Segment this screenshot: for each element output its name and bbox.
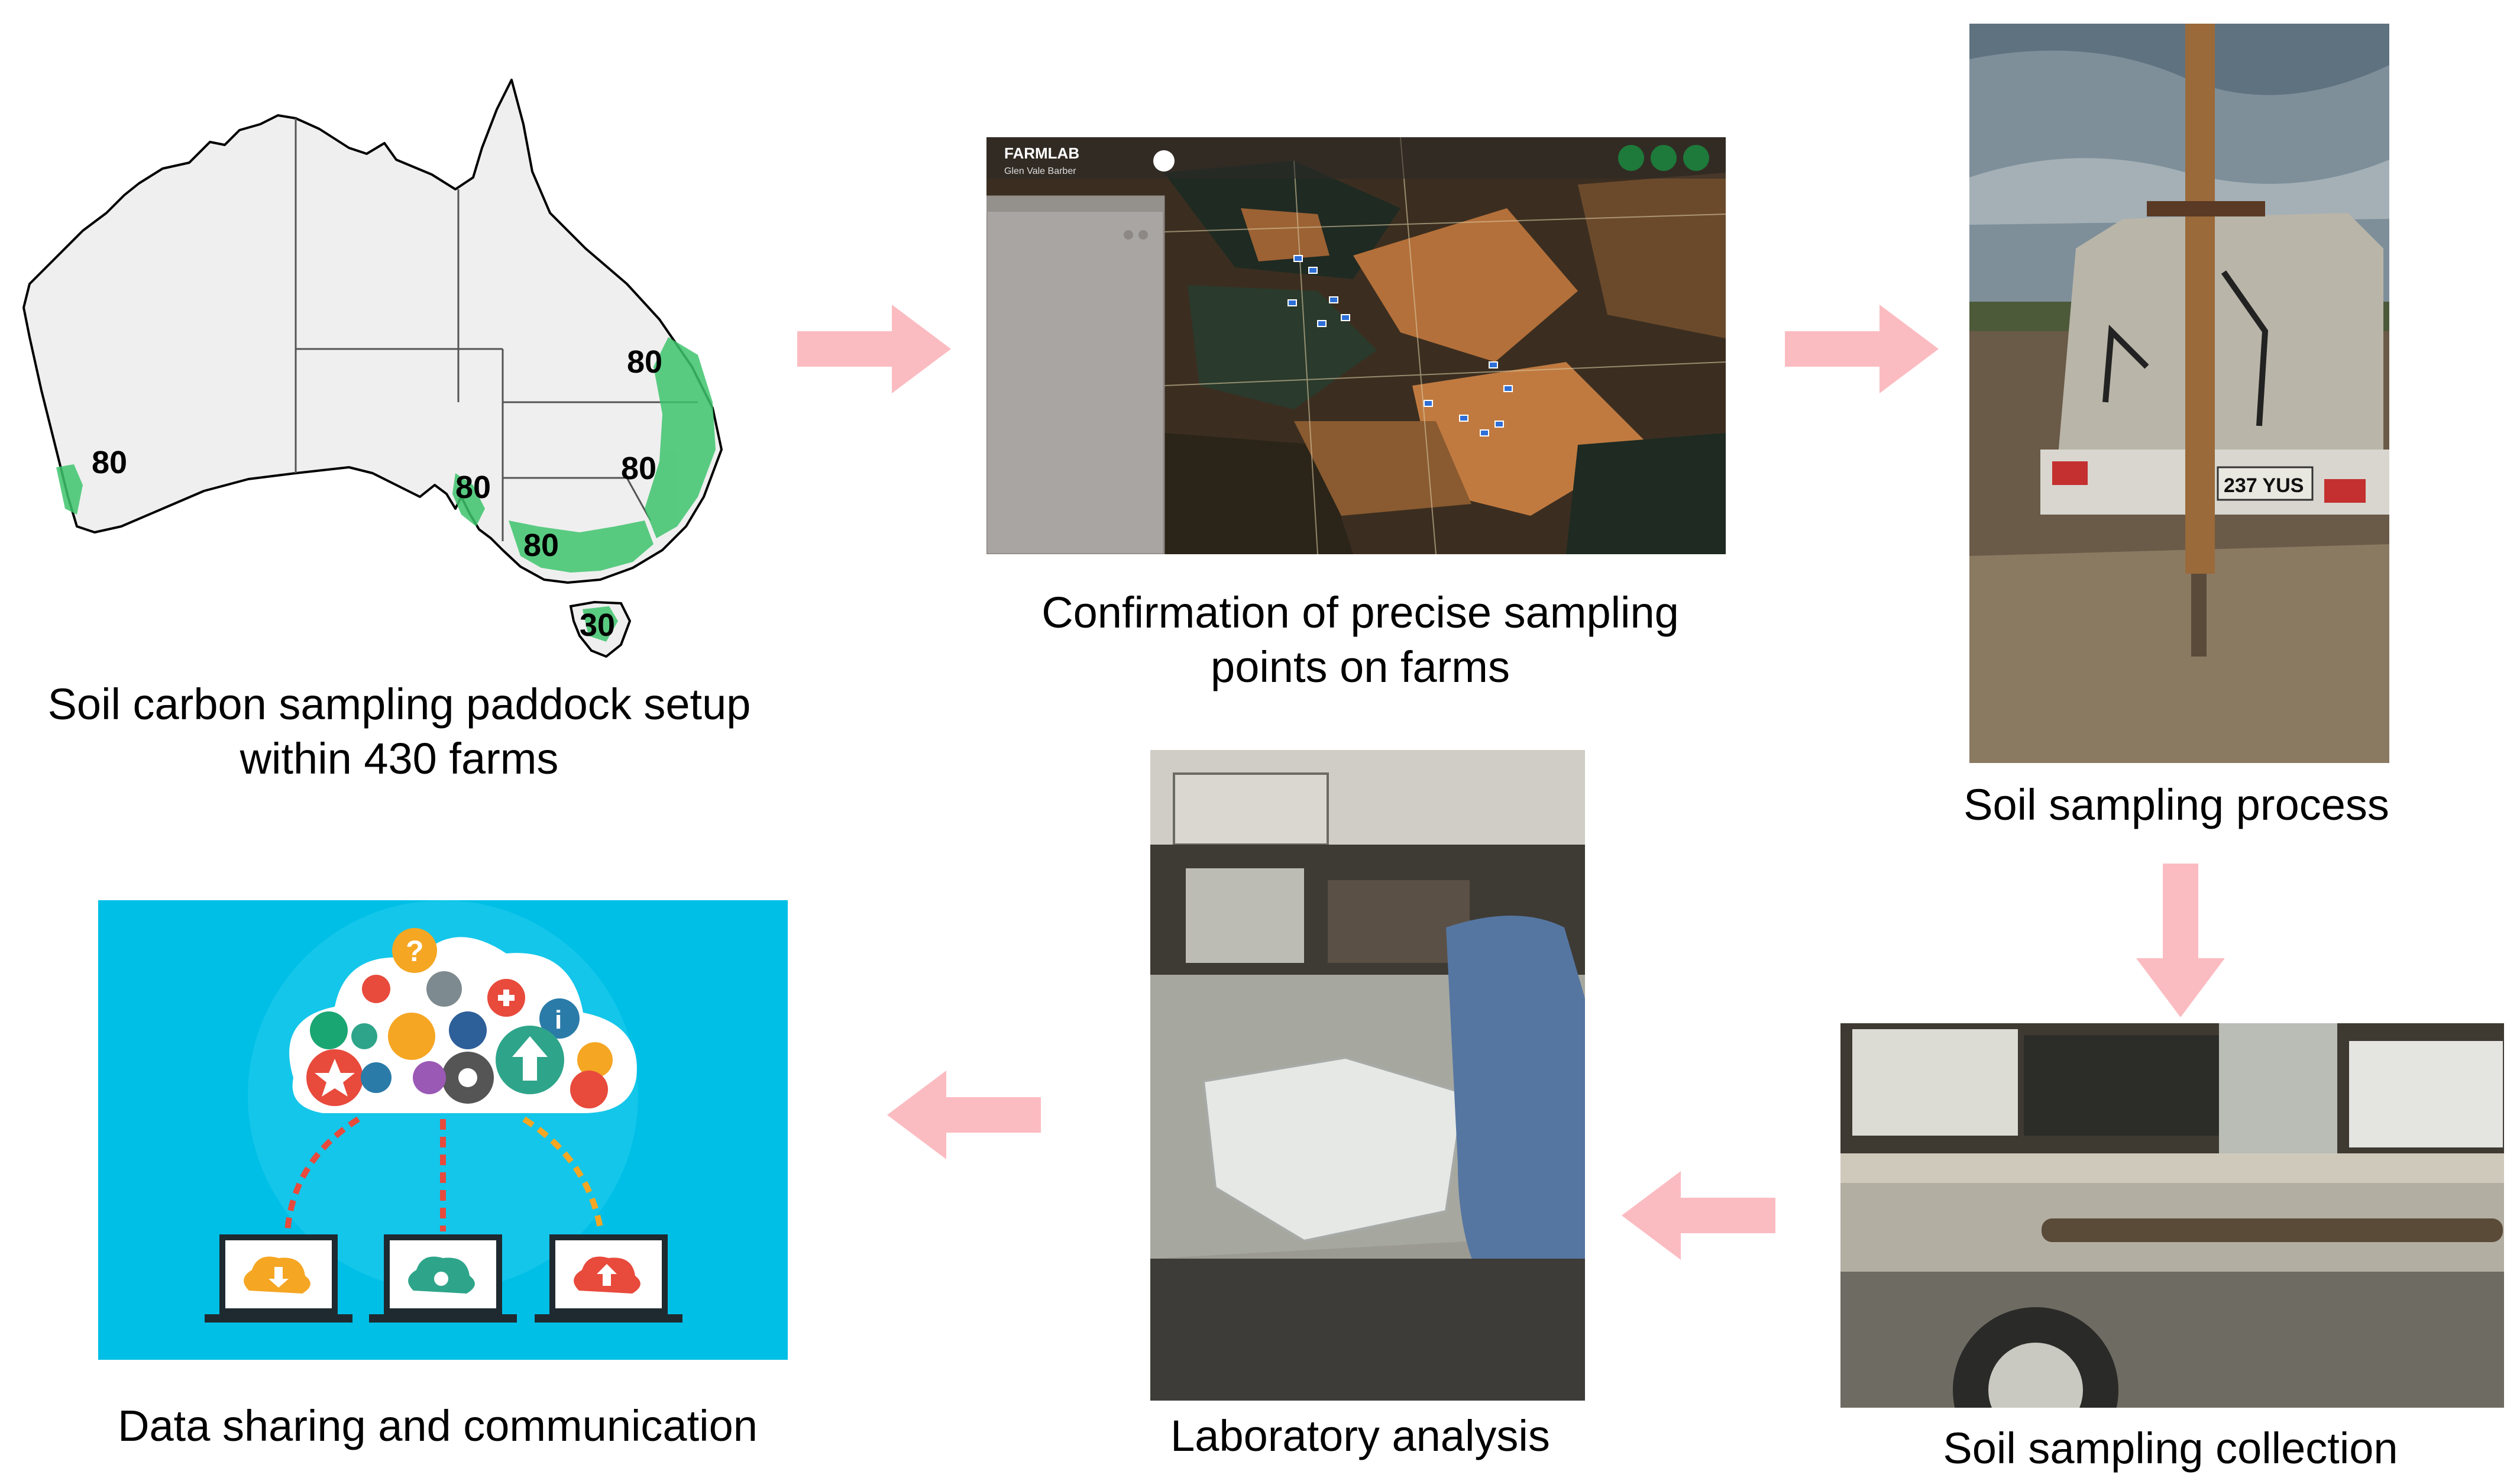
soil-core (2042, 1218, 2503, 1242)
australia-map: 80 80 80 80 80 30 (18, 59, 745, 674)
connection-lines (284, 1116, 604, 1232)
collapse-icon (1153, 150, 1175, 172)
svg-text:?: ? (406, 935, 424, 968)
caption-step2: Confirmation of precise sampling points … (1041, 588, 1679, 691)
info-icon (539, 998, 580, 1039)
laptop-upload (535, 1234, 682, 1323)
farm-name: Glen Vale Barber (1004, 166, 1076, 176)
question-icon (392, 928, 437, 973)
map-label-vic: 80 (523, 528, 559, 563)
map-tool-icon-2 (1651, 145, 1677, 171)
arrow-1-to-2 (797, 305, 951, 393)
trash-icon (426, 971, 462, 1007)
state-borders (295, 118, 698, 541)
lock-icon (310, 1011, 348, 1049)
farmlab-screenshot: FARMLAB Glen Vale Barber (986, 137, 1726, 554)
caption-step5: Laboratory analysis (1170, 1411, 1550, 1460)
caption-step1: Soil carbon sampling paddock setup withi… (47, 680, 751, 783)
laptop-download (205, 1234, 352, 1323)
map-label-tas: 30 (580, 607, 615, 643)
laboratory-photo (1150, 750, 1585, 1401)
mainland-outline (22, 79, 723, 584)
field-boundaries (1163, 137, 1726, 554)
mail-icon (449, 1011, 487, 1049)
sampling-regions (56, 337, 716, 642)
cloud-sharing-illustration: ? i (98, 900, 788, 1360)
soil-sampling-process-photo: 237 YUS (1969, 24, 2389, 763)
sidebar-panel (986, 195, 1165, 554)
arrow-3-to-4 (2136, 864, 2225, 1017)
map-tool-icon-1 (1618, 145, 1644, 171)
caption-step4: Soil sampling collection (1943, 1424, 2398, 1473)
truck-canopy (2058, 213, 2383, 455)
terrain-patches (1164, 161, 1726, 554)
sample-bags (1202, 1056, 1466, 1243)
arrow-5-to-6 (887, 1071, 1041, 1159)
chat-icon (570, 1071, 608, 1108)
soil-probe (2185, 24, 2215, 574)
cloud-icons: ? i (306, 928, 613, 1108)
map-tool-icon-3 (1683, 145, 1709, 171)
soil-collection-photo (1840, 1023, 2504, 1408)
map-label-qld: 80 (627, 344, 662, 380)
map-label-wa: 80 (92, 445, 127, 480)
map-label-nsw: 80 (621, 451, 656, 486)
caption-step3: Soil sampling process (1963, 780, 2389, 829)
tv-icon (388, 1013, 435, 1060)
laptop-sync (369, 1234, 517, 1323)
sampling-point-markers (1288, 255, 1513, 437)
close-icon (577, 1042, 613, 1078)
plate-text: 237 YUS (2224, 474, 2304, 497)
svg-text:i: i (555, 1006, 562, 1034)
map-label-sa: 80 (455, 470, 491, 505)
caption-step6: Data sharing and communication (118, 1401, 758, 1450)
number-plate (2217, 466, 2314, 501)
arrow-2-to-3 (1785, 305, 1939, 393)
farmlab-logo: FARMLAB (1004, 144, 1079, 162)
arrow-4-to-5 (1622, 1171, 1775, 1260)
